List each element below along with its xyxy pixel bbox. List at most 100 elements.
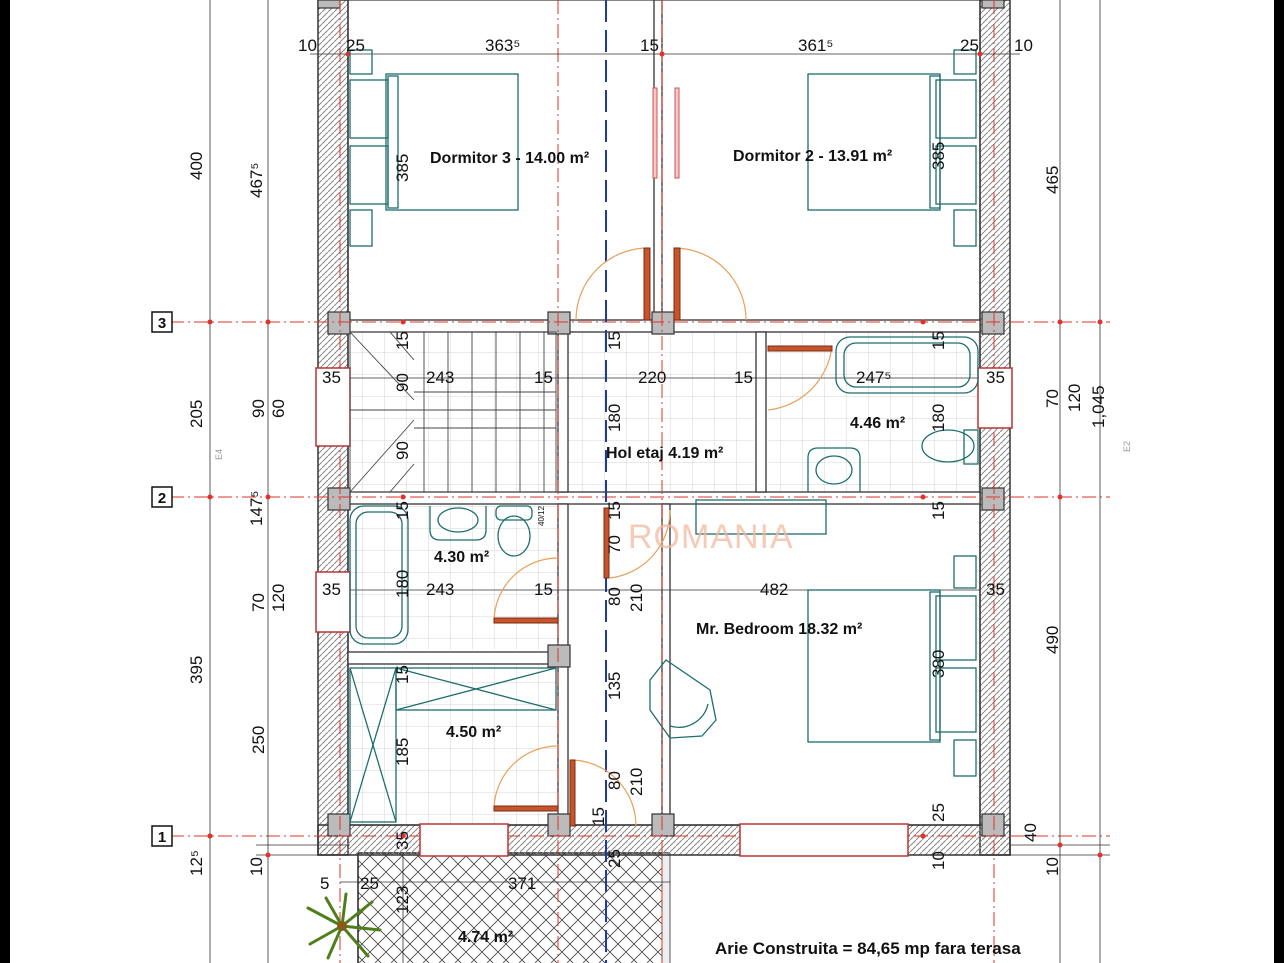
dim-text: 70 [1043,389,1062,408]
dim-text: 15 [929,501,948,520]
room-label-hol-etaj: Hol etaj 4.19 m² [606,445,723,462]
doors [493,87,833,827]
elevation-mark-e2: E2 [1122,441,1132,452]
watermark: ROMANIA [628,518,794,556]
stair-note: 40/12 [537,505,546,526]
dim-text: 400 [187,152,206,180]
dim-text: 25 [346,36,365,55]
dim-text: 395 [187,656,206,684]
dim-text: 465 [1043,166,1062,194]
room-label-bath-top: 4.46 m² [850,415,905,432]
axis-label-3: 3 [158,315,166,332]
dim-text: 243 [426,580,454,599]
axis-label-1: 1 [158,829,166,846]
room-label-terrace: 4.74 m² [458,929,513,946]
fixtures [349,49,979,823]
dim-text: 35 [322,580,341,599]
dim-text: 25 [360,874,379,893]
dim-text: 185 [393,738,412,766]
room-label-dormitor-2: Dormitor 2 - 13.91 m² [733,148,892,165]
dim-text: 40 [1021,823,1040,842]
dim-text: 220 [638,368,666,387]
axis-markers: 3 2 1 [151,311,173,847]
dim-text: 60 [269,399,288,418]
dim-text: 361⁵ [798,36,833,55]
room-labels: Dormitor 3 - 14.00 m² Dormitor 2 - 13.91… [430,148,1021,958]
dim-text: 25 [929,803,948,822]
dim-text: 80 [605,587,624,606]
dim-text: 15 [640,36,659,55]
dim-text: 385 [393,154,412,182]
dim-text: 385 [929,142,948,170]
dim-text: 482 [760,580,788,599]
dimension-lines [209,0,1110,963]
room-label-master-bedroom: Mr. Bedroom 18.32 m² [696,621,862,638]
dim-text: 10 [247,857,266,876]
staircase [349,331,557,493]
dim-text: 243 [426,368,454,387]
dim-text: 5 [320,874,329,893]
dim-text: 90 [393,373,412,392]
dim-text: 15 [534,580,553,599]
dim-text: 120 [269,584,288,612]
dimensions-left: 400 205 395 12⁵ 467⁵ 147⁵ 10 90 60 70 12… [187,152,288,876]
dim-text: 35 [986,368,1005,387]
axis-grid [170,0,1110,963]
dim-text: 371 [508,874,536,893]
dim-text: 15 [393,501,412,520]
dim-text: 90 [393,441,412,460]
dim-text: 210 [627,584,646,612]
dim-text: 180 [605,404,624,432]
dim-text: 90 [249,399,268,418]
dim-text: 15 [534,368,553,387]
tiled-floors [348,332,980,825]
dim-text: 15 [589,807,608,826]
dim-text: 35 [393,831,412,850]
dim-text: 10 [1014,36,1033,55]
dim-text: 15 [929,331,948,350]
dim-text: 467⁵ [247,163,266,198]
dim-text: 120 [1065,384,1084,412]
floor-plan-drawing: 3 2 1 ROMANIA E4 E2 40/12 Dormitor 3 - 1… [151,0,1132,963]
dim-text: 10 [298,36,317,55]
dim-text: 15 [393,331,412,350]
dim-text: 147⁵ [247,491,266,526]
room-label-dormitor-3: Dormitor 3 - 14.00 m² [430,150,589,167]
dim-text: 15 [734,368,753,387]
axis-label-2: 2 [158,490,166,507]
dimensions-top: 10 25 363⁵ 15 361⁵ 25 10 [298,36,1033,55]
dim-text: 180 [393,570,412,598]
dim-text: 205 [187,400,206,428]
dimension-ticks [207,51,1103,858]
dim-text: 10 [1043,857,1062,876]
dim-text: 250 [249,726,268,754]
dim-text: 25 [605,849,624,868]
dim-text: 123 [393,886,412,914]
dim-text: 180 [929,404,948,432]
dim-text: 12⁵ [187,850,206,876]
windows [315,367,1013,857]
room-label-bath-left: 4.30 m² [434,549,489,566]
dim-text: 10 [929,851,948,870]
elevation-mark-e4: E4 [214,449,224,460]
dimensions-interior: 385 385 15 15 15 90 243 15 220 15 247⁵ 3… [320,142,1005,914]
dim-text: 35 [322,368,341,387]
dim-text: 15 [605,331,624,350]
palm-tree-icon [306,892,382,960]
dim-text: 210 [627,768,646,796]
dim-text: 247⁵ [856,368,891,387]
dim-text: 15 [393,665,412,684]
dim-text: 80 [605,771,624,790]
terrace [357,852,671,963]
dim-text: 363⁵ [485,36,520,55]
dim-text: 25 [960,36,979,55]
dim-text: 135 [605,672,624,700]
dim-text: 490 [1043,626,1062,654]
dim-text: 70 [605,535,624,554]
built-area-summary: Arie Construita = 84,65 mp fara terasa [715,939,1021,958]
floor-plan-sheet: 3 2 1 ROMANIA E4 E2 40/12 Dormitor 3 - 1… [10,0,1274,963]
dim-text: 35 [986,580,1005,599]
dim-text: 15 [605,501,624,520]
dimensions-right: 465 1,045 490 10 70 120 40 [1021,166,1108,876]
room-label-shower: 4.50 m² [446,724,501,741]
